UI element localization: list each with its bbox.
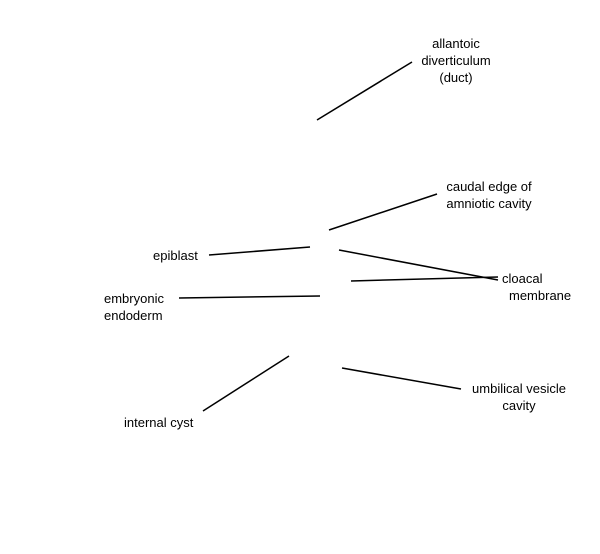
leader-line-epiblast: [208, 246, 311, 256]
leader-line-cloacal-upper: [338, 249, 499, 281]
label-allantoic-diverticulum: allantoic diverticulum (duct): [421, 36, 491, 85]
leader-line-cloacal-lower: [350, 276, 499, 282]
label-embryonic-endoderm: embryonic endoderm: [104, 291, 164, 323]
leader-line-allantoic: [316, 61, 413, 121]
label-caudal-edge-amniotic-cavity: caudal edge of amniotic cavity: [446, 179, 532, 211]
label-cloacal-membrane: cloacal membrane: [502, 271, 572, 303]
leader-line-caudal-edge: [328, 193, 438, 231]
label-epiblast: epiblast: [153, 248, 198, 263]
label-umbilical-vesicle-cavity: umbilical vesicle cavity: [472, 381, 566, 413]
label-internal-cyst: internal cyst: [124, 415, 194, 430]
leader-line-embryonic-endoderm: [178, 295, 321, 299]
leader-line-umbilical: [341, 367, 462, 390]
leader-line-internal-cyst: [202, 355, 290, 412]
